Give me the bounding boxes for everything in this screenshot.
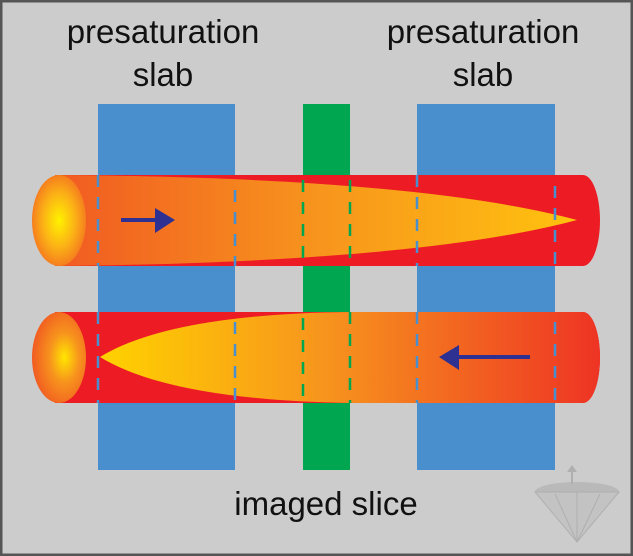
bottom-vessel	[32, 312, 600, 403]
left-slab-label-line1: presaturation	[67, 13, 260, 50]
left-slab-label-line2: slab	[133, 56, 194, 93]
diamond-globe-logo-icon	[533, 465, 621, 543]
flow-arrow-left-icon	[439, 345, 530, 370]
right-presaturation-slab	[417, 104, 555, 470]
left-presaturation-slab	[98, 104, 235, 470]
imaged-slice-band	[303, 104, 350, 470]
vessel-cross-section	[32, 312, 86, 403]
top-vessel	[32, 175, 600, 267]
imaged-slice-label: imaged slice	[234, 485, 417, 522]
right-slab-label-line2: slab	[453, 56, 514, 93]
flow-arrow-right-icon	[121, 208, 175, 233]
right-slab-label-line1: presaturation	[387, 13, 580, 50]
vessel-cross-section	[32, 175, 86, 266]
